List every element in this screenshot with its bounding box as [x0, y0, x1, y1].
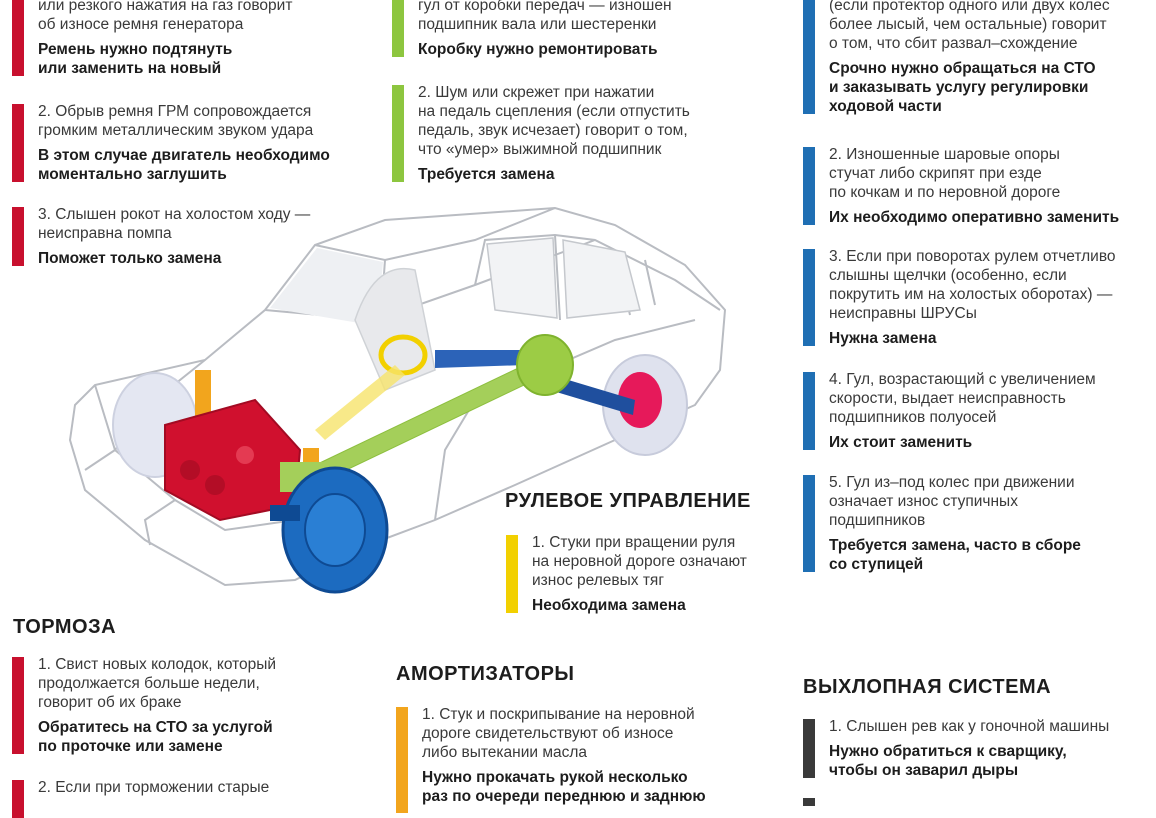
engine-item-3-action: Поможет только замена — [38, 250, 222, 267]
suspension-item-3-action: Нужна замена — [829, 330, 937, 347]
rear-brake-disc — [618, 372, 662, 428]
transmission-color-bar — [392, 85, 404, 182]
engine-detail — [180, 460, 200, 480]
brakes-item-1: 1. Свист новых колодок, который продолжа… — [12, 655, 368, 756]
engine-item-2: 2. Обрыв ремня ГРМ сопровождается громки… — [12, 102, 388, 184]
exhaust-color-bar — [803, 719, 815, 778]
brakes-title: ТОРМОЗА — [13, 616, 117, 638]
left-axle — [435, 350, 525, 368]
steering-item-1-action: Необходима замена — [532, 597, 686, 614]
transmission-item-2-action: Требуется замена — [418, 166, 555, 183]
engine-item-1-desc: или резкого нажатия на газ говорит об из… — [38, 0, 293, 33]
suspension-item-2-desc: 2. Изношенные шаровые опоры стучат либо … — [829, 146, 1061, 201]
shocks-item-1-action: Нужно прокачать рукой несколько раз по о… — [422, 769, 706, 805]
engine-item-3-desc: 3. Слышен рокот на холостом ходу — неисп… — [38, 206, 311, 242]
suspension-item-5: 5. Гул из–под колес при движении означае… — [803, 473, 1156, 574]
suspension-item-3: 3. Если при поворотах рулем отчетливо сл… — [803, 247, 1156, 348]
suspension-color-bar — [803, 249, 815, 346]
car-illustration — [68, 206, 727, 594]
engine-item-3: 3. Слышен рокот на холостом ходу — неисп… — [12, 205, 378, 268]
engine-detail — [236, 446, 254, 464]
transmission-item-2-desc: 2. Шум или скрежет при нажатии на педаль… — [418, 84, 690, 158]
engine-item-1-action: Ремень нужно подтянуть или заменить на н… — [38, 41, 233, 77]
exhaust-item-1-desc: 1. Слышен рев как у гоночной машины — [829, 718, 1110, 735]
car-rear-window — [562, 239, 641, 319]
suspension-item-4: 4. Гул, возрастающий с увеличением скоро… — [803, 370, 1156, 452]
transmission-item-1-desc: гул от коробки передач — изношен подшипн… — [418, 0, 672, 33]
suspension-item-1-action: Срочно нужно обращаться на СТО и заказыв… — [829, 60, 1096, 115]
front-shock-absorber — [195, 370, 211, 420]
front-wheel-hub — [304, 493, 366, 567]
car-windshield — [270, 248, 383, 326]
steering-item-1: 1. Стуки при вращении руля на неровной д… — [506, 533, 822, 615]
car-seat — [354, 267, 436, 391]
engine-color-bar — [12, 207, 24, 266]
suspension-item-1-desc: (если протектор одного или двух колес бо… — [829, 0, 1110, 52]
steering-item-1-desc: 1. Стуки при вращении руля на неровной д… — [532, 534, 747, 589]
brakes-item-2-desc: 2. Если при торможении старые — [38, 779, 270, 796]
suspension-color-bar — [803, 147, 815, 225]
suspension-item-2: 2. Изношенные шаровые опоры стучат либо … — [803, 145, 1156, 227]
brakes-item-1-action: Обратитесь на СТО за услугой по проточке… — [38, 719, 273, 755]
engine-item-2-action: В этом случае двигатель необходимо момен… — [38, 147, 330, 183]
suspension-item-5-action: Требуется замена, часто в сборе со ступи… — [829, 537, 1081, 573]
shocks-title: АМОРТИЗАТОРЫ — [396, 663, 575, 685]
suspension-item-2-action: Их необходимо оперативно заменить — [829, 209, 1120, 226]
rear-differential — [516, 334, 574, 396]
steering-column — [315, 365, 405, 440]
exhaust-item-1-action: Нужно обратиться к сварщику, чтобы он за… — [829, 743, 1067, 779]
transmission-color-bar — [392, 0, 404, 57]
brakes-item-1-desc: 1. Свист новых колодок, который продолжа… — [38, 656, 277, 711]
exhaust-item-2-bar — [803, 798, 815, 806]
shocks-color-bar — [396, 707, 408, 813]
transmission-item-1: гул от коробки передач — изношен подшипн… — [392, 0, 748, 59]
brakes-item-2: 2. Если при торможении старые — [12, 778, 368, 818]
engine-item-2-desc: 2. Обрыв ремня ГРМ сопровождается громки… — [38, 103, 314, 139]
engine-item-1: или резкого нажатия на газ говорит об из… — [12, 0, 378, 78]
suspension-item-5-desc: 5. Гул из–под колес при движении означае… — [829, 474, 1075, 529]
transmission-item-1-action: Коробку нужно ремонтировать — [418, 41, 658, 58]
suspension-color-bar — [803, 372, 815, 450]
steering-color-bar — [506, 535, 518, 613]
exhaust-title: ВЫХЛОПНАЯ СИСТЕМА — [803, 676, 1052, 698]
steering-title: РУЛЕВОЕ УПРАВЛЕНИЕ — [505, 490, 751, 512]
front-axle — [270, 505, 300, 521]
engine-detail — [205, 475, 225, 495]
engine-color-bar — [12, 104, 24, 182]
exhaust-item-1: 1. Слышен рев как у гоночной машины Нужн… — [803, 717, 1156, 780]
engine-color-bar — [12, 0, 24, 76]
brakes-color-bar — [12, 780, 24, 818]
shocks-item-1-desc: 1. Стук и поскрипывание на неровной доро… — [422, 706, 695, 761]
suspension-item-1: (если протектор одного или двух колес бо… — [803, 0, 1156, 116]
suspension-item-4-action: Их стоит заменить — [829, 434, 973, 451]
shocks-item-1: 1. Стук и поскрипывание на неровной доро… — [396, 705, 762, 815]
car-side-window — [486, 237, 558, 319]
suspension-item-3-desc: 3. Если при поворотах рулем отчетливо сл… — [829, 248, 1116, 322]
transmission-item-2: 2. Шум или скрежет при нажатии на педаль… — [392, 83, 748, 184]
suspension-item-4-desc: 4. Гул, возрастающий с увеличением скоро… — [829, 371, 1096, 426]
suspension-color-bar — [803, 0, 815, 114]
brakes-color-bar — [12, 657, 24, 754]
suspension-color-bar — [803, 475, 815, 572]
